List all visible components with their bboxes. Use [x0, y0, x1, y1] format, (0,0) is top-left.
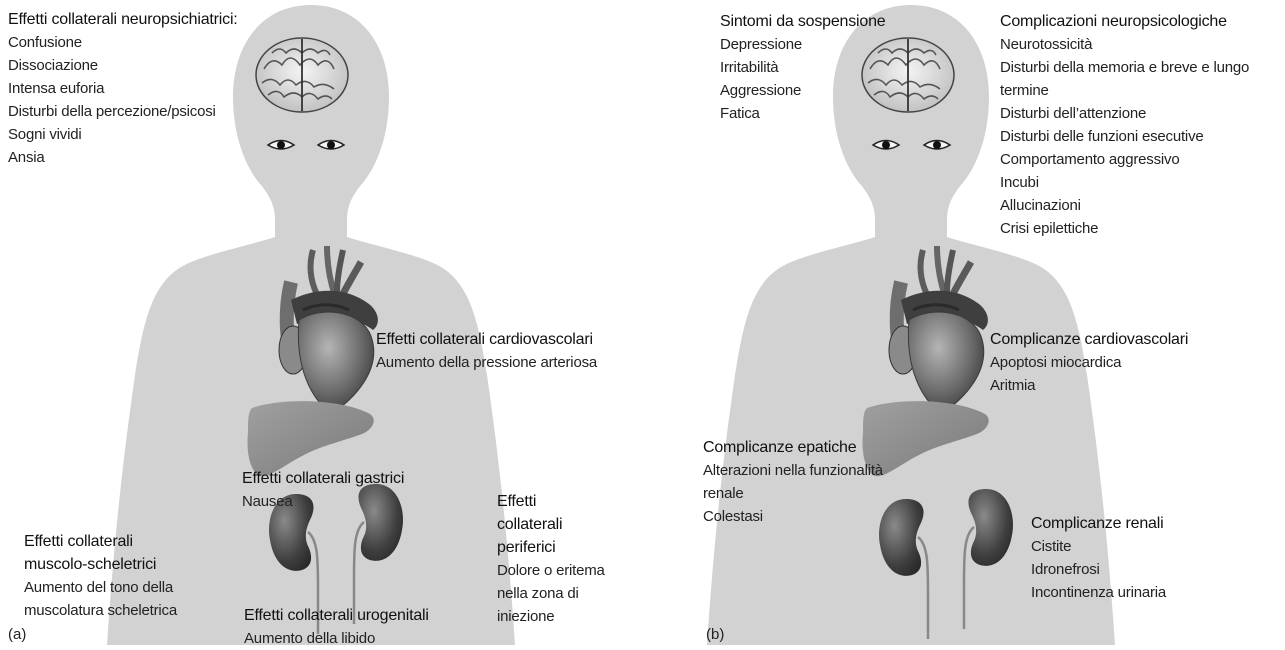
withdrawal-symptom-item: Irritabilità: [720, 56, 885, 79]
urogenital-effect-item: Aumento della libido: [244, 627, 429, 650]
hepatic-complication-item: renale: [703, 482, 883, 505]
hepatic-complication-item: Colestasi: [703, 505, 883, 528]
brain-icon-a: [256, 38, 348, 112]
neuro-effect-item: Disturbi della percezione/psicosi: [8, 100, 238, 123]
withdrawal-symptoms-block: Sintomi da sospensione Depressione Irrit…: [720, 10, 885, 125]
neuropsych-complication-item: Comportamento aggressivo: [1000, 148, 1249, 171]
urogenital-effects-heading: Effetti collaterali urogenitali: [244, 604, 429, 627]
renal-complications-heading: Complicanze renali: [1031, 512, 1166, 535]
withdrawal-symptoms-heading: Sintomi da sospensione: [720, 10, 885, 33]
cardio-effect-item: Aumento della pressione arteriosa: [376, 351, 597, 374]
neuropsych-complications-block: Complicazioni neuropsicologiche Neurotos…: [1000, 10, 1249, 240]
neuro-effect-item: Sogni vividi: [8, 123, 238, 146]
renal-complication-item: Incontinenza urinaria: [1031, 581, 1166, 604]
peripheral-effects-heading-line: Effetti: [497, 490, 605, 513]
neuro-effect-item: Dissociazione: [8, 54, 238, 77]
gastric-effect-item: Nausea: [242, 490, 404, 513]
neuro-effect-item: Intensa euforia: [8, 77, 238, 100]
hepatic-complication-item: Alterazioni nella funzionalità: [703, 459, 883, 482]
musculo-effect-item: Aumento del tono della: [24, 576, 177, 599]
neuropsych-complication-item: Allucinazioni: [1000, 194, 1249, 217]
neuro-effects-heading: Effetti collaterali neuropsichiatrici:: [8, 8, 238, 31]
renal-complication-item: Idronefrosi: [1031, 558, 1166, 581]
neuropsych-complication-item: Neurotossicità: [1000, 33, 1249, 56]
neuropsych-complications-heading: Complicazioni neuropsicologiche: [1000, 10, 1249, 33]
neuro-effect-item: Confusione: [8, 31, 238, 54]
panel-label-b: (b): [706, 626, 724, 643]
neuropsych-complication-item: Disturbi delle funzioni esecutive: [1000, 125, 1249, 148]
withdrawal-symptom-item: Depressione: [720, 33, 885, 56]
peripheral-effects-block: Effetti collaterali periferici Dolore o …: [497, 490, 605, 628]
hepatic-complications-heading: Complicanze epatiche: [703, 436, 883, 459]
withdrawal-symptom-item: Aggressione: [720, 79, 885, 102]
peripheral-effects-heading-line: periferici: [497, 536, 605, 559]
cardio-complication-item: Aritmia: [990, 374, 1188, 397]
hepatic-complications-block: Complicanze epatiche Alterazioni nella f…: [703, 436, 883, 528]
musculo-effects-block: Effetti collaterali muscolo-scheletrici …: [24, 530, 177, 622]
peripheral-effect-item: nella zona di: [497, 582, 605, 605]
cardio-complications-block: Complicanze cardiovascolari Apoptosi mio…: [990, 328, 1188, 397]
neuropsych-complication-item: Disturbi della memoria e breve e lungo: [1000, 56, 1249, 79]
peripheral-effect-item: iniezione: [497, 605, 605, 628]
neuropsych-complication-item: Crisi epilettiche: [1000, 217, 1249, 240]
gastric-effects-block: Effetti collaterali gastrici Nausea: [242, 467, 404, 513]
musculo-effects-heading-line: muscolo-scheletrici: [24, 553, 177, 576]
cardio-complication-item: Apoptosi miocardica: [990, 351, 1188, 374]
cardio-complications-heading: Complicanze cardiovascolari: [990, 328, 1188, 351]
peripheral-effect-item: Dolore o eritema: [497, 559, 605, 582]
neuropsych-complication-item: Incubi: [1000, 171, 1249, 194]
renal-complications-block: Complicanze renali Cistite Idronefrosi I…: [1031, 512, 1166, 604]
peripheral-effects-heading-line: collaterali: [497, 513, 605, 536]
renal-complication-item: Cistite: [1031, 535, 1166, 558]
gastric-effects-heading: Effetti collaterali gastrici: [242, 467, 404, 490]
neuro-effect-item: Ansia: [8, 146, 238, 169]
cardio-effects-block: Effetti collaterali cardiovascolari Aume…: [376, 328, 597, 374]
neuropsych-complication-item: Disturbi dell’attenzione: [1000, 102, 1249, 125]
urogenital-effects-block: Effetti collaterali urogenitali Aumento …: [244, 604, 429, 650]
panel-label-a: (a): [8, 626, 26, 643]
neuropsych-complication-item: termine: [1000, 79, 1249, 102]
musculo-effect-item: muscolatura scheletrica: [24, 599, 177, 622]
withdrawal-symptom-item: Fatica: [720, 102, 885, 125]
musculo-effects-heading-line: Effetti collaterali: [24, 530, 177, 553]
neuro-effects-block: Effetti collaterali neuropsichiatrici: C…: [8, 8, 238, 169]
cardio-effects-heading: Effetti collaterali cardiovascolari: [376, 328, 597, 351]
